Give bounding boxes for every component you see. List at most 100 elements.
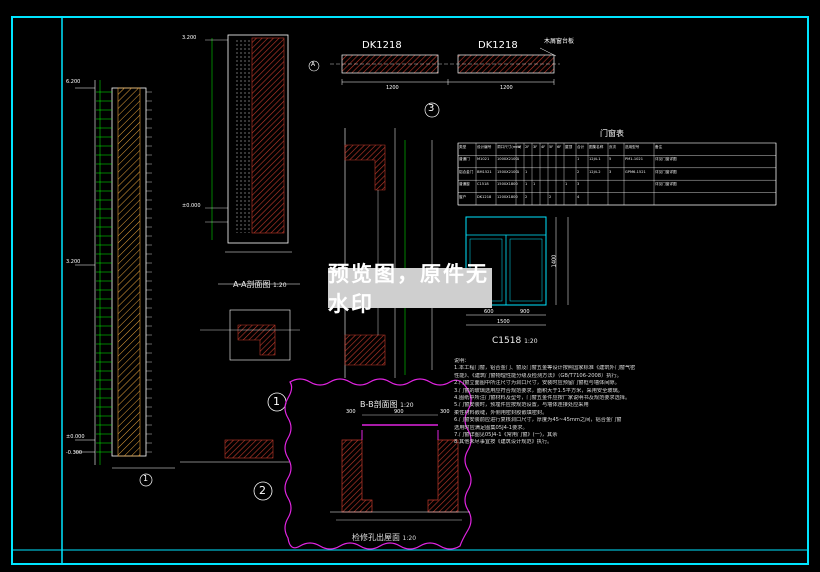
window-sill-detail (308, 47, 560, 118)
schedule-cell: 详见门窗详图 (655, 169, 677, 174)
schedule-cell: 1 (517, 157, 520, 162)
c1518-height: 1400 (551, 254, 558, 268)
hatch-section-title: 检修孔出屋面 1:20 (352, 532, 416, 543)
upper-wall-section (205, 34, 300, 285)
schedule-cell: 12J4-2 (589, 169, 601, 174)
win-width-2: 1200 (500, 85, 513, 91)
schedule-cell: 铝合金门 (459, 169, 474, 174)
schedule-cell: 2 (577, 169, 580, 174)
schedule-header-cell: 6F (557, 145, 562, 149)
schedule-cell: 12J4-1 (589, 157, 601, 162)
note-line: 7.门窗详图见05J4-1《常用门窗》(一)，其余 (454, 432, 558, 439)
outer-frame (11, 16, 809, 565)
schedule-cell: 1 (577, 157, 580, 162)
schedule-cell: 普通门 (459, 157, 470, 162)
schedule-cell: BM1521 (477, 169, 492, 174)
schedule-cell: 1 (565, 182, 568, 187)
hatch-scale: 1:20 (402, 535, 417, 542)
c1518-title-text: C1518 (492, 336, 522, 346)
schedule-header-cell: 设计编号 (477, 145, 492, 149)
schedule-cell: 1 (525, 182, 528, 187)
elev-low: ±0.000 (66, 434, 85, 440)
elev-base: -0.300 (66, 450, 83, 456)
schedule-cell: 窗户 (459, 194, 467, 199)
section-bb-scale: 1:20 (400, 402, 414, 409)
door-window-schedule (457, 142, 777, 206)
note-line: 选用时应满足图集05J4-1要求。 (454, 424, 528, 431)
schedule-header-cell: 2F (525, 145, 530, 149)
schedule-cell: 2 (549, 194, 552, 199)
schedule-cell: C1518 (477, 182, 489, 187)
schedule-header-cell: 5F (549, 145, 554, 149)
elev-upper-a: 3.200 (182, 35, 197, 41)
schedule-cell: 详见门窗详图 (655, 182, 677, 187)
note-line: 1.本工程门窗，铝合金门、窗及门窗五金等设计按照国家标准《建筑外门窗气密 (454, 365, 636, 372)
c1518-scale: 1:20 (524, 338, 538, 345)
schedule-cell: PM1-1021 (625, 157, 643, 162)
note-line: 3.门窗的玻璃选用应符合规范要求，面积大于1.5平方米，采用安全玻璃。 (454, 387, 623, 394)
window-label-right: DK1218 (478, 40, 518, 51)
schedule-header-cell: 4F (541, 145, 546, 149)
c1518-width: 1500 (497, 319, 510, 325)
schedule-cell: 1000X2100 (497, 157, 518, 162)
schedule-cell: 2 (525, 194, 528, 199)
callout-one: 1 (273, 395, 280, 408)
callout-three: 3 (428, 103, 435, 114)
general-notes: 说明：1.本工程门窗，铝合金门、窗及门窗五金等设计按照国家标准《建筑外门窗气密 … (454, 358, 659, 447)
schedule-cell: 4 (577, 194, 580, 199)
section-bb-title-text: B-B剖面图 (360, 400, 398, 409)
note-line: 6.门窗安装前应进行复核洞口尺寸，厚度为45~45mm之间，铝合金门窗 (454, 417, 622, 424)
schedule-cell: 1500X2100 (497, 169, 518, 174)
note-line: 性能》、《建筑门窗物理性能分级及检测方法》（GB/T7106-2008）执行。 (454, 372, 622, 379)
schedule-cell: DK1218 (477, 194, 492, 199)
schedule-title: 门窗表 (600, 129, 624, 138)
note-line: 8.其他未尽事宜按《建筑设计规范》执行。 (454, 439, 553, 446)
schedule-header-cell: 洞口尺寸(mm) (497, 145, 522, 149)
section-aa-title: A-A剖面图 1:20 (233, 279, 287, 290)
schedule-header-cell: 3F (533, 145, 538, 149)
window-label-left: DK1218 (362, 40, 402, 51)
callout-one-left: 1 (143, 474, 149, 483)
schedule-header-cell: 类型 (459, 145, 467, 149)
schedule-cell: 5 (609, 157, 612, 162)
note-line: 说明： (454, 358, 470, 364)
schedule-header-cell: 屋顶 (565, 145, 573, 149)
bb-dim-2: 900 (394, 409, 404, 415)
schedule-cell: M1021 (477, 157, 490, 162)
note-line: 2.门窗立面图中所注尺寸为洞口尺寸，安装时应预留门窗框与墙体间隙。 (454, 380, 620, 387)
note-line: 5.门窗安装时，预埋件应按规范设置，与墙体连接处应采用 (454, 402, 589, 409)
schedule-cell: 1500X1800 (497, 182, 518, 187)
left-wall-section (75, 80, 175, 487)
callout-two: 2 (259, 484, 266, 497)
elev-upper-b: ±0.000 (182, 203, 201, 209)
middle-section-detail (344, 128, 433, 378)
c-col-2: 900 (520, 309, 530, 315)
schedule-header-cell: 选用型号 (625, 145, 640, 149)
note-line: 4.图纸中所注门窗材料及型号，门窗五金件应按厂家说明书及规范要求选择。 (454, 395, 631, 402)
detail-1 (200, 309, 300, 412)
axis-marker-a: A (311, 61, 316, 68)
schedule-cell: 普通窗 (459, 182, 470, 187)
c1518-title: C1518 1:20 (492, 336, 538, 346)
schedule-cell: 1 (525, 169, 528, 174)
schedule-cell: GPM6-1521 (625, 169, 646, 174)
c-col-1: 600 (484, 309, 494, 315)
win-width-1: 1200 (386, 85, 399, 91)
schedule-cell: 3 (609, 169, 612, 174)
bb-dim-3: 300 (440, 409, 450, 415)
watermark: 预览图，原件无水印 (328, 262, 492, 316)
schedule-header-cell: 页次 (609, 145, 617, 149)
schedule-cell: 1 (533, 182, 536, 187)
detail-2 (180, 439, 290, 501)
bb-dim-1: 300 (346, 409, 356, 415)
section-bb-cloud (284, 378, 472, 550)
schedule-header-cell: 备注 (655, 145, 663, 149)
section-bb-title: B-B剖面图 1:20 (360, 399, 414, 410)
elev-mid: 3.200 (66, 259, 81, 265)
schedule-cell: 3 (577, 182, 580, 187)
window-c1518-elevation (465, 216, 569, 326)
schedule-cell: 1 (517, 169, 520, 174)
section-aa-title-text: A-A剖面图 (233, 280, 271, 289)
note-line: 柔性材料嵌缝，外侧用密封胶嵌填密封。 (454, 409, 548, 416)
